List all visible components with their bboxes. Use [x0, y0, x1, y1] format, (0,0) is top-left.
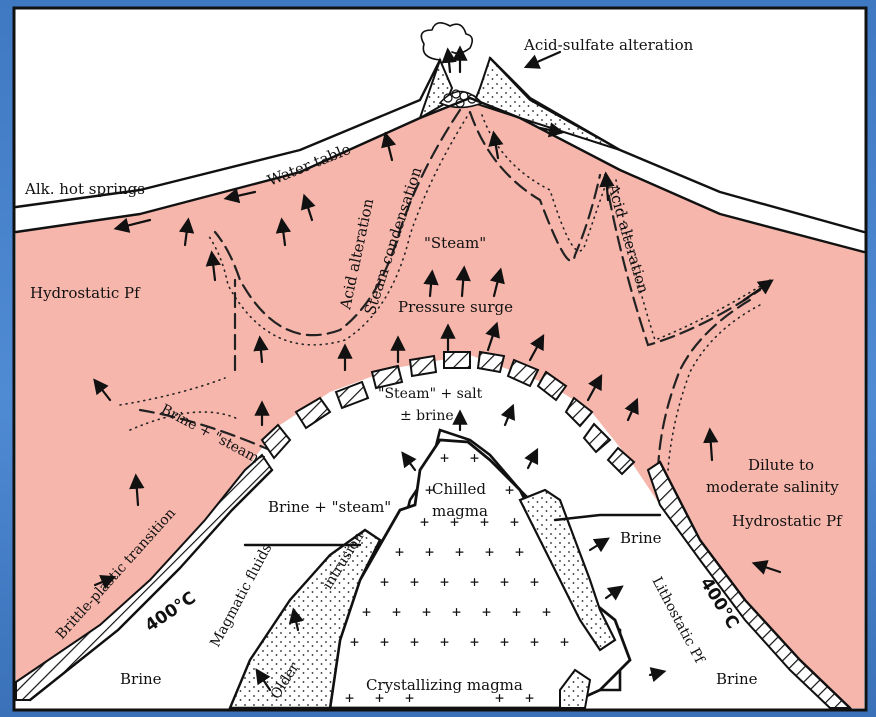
label-chilled-2: magma: [432, 502, 488, 520]
label-brine-left-bottom: Brine: [120, 670, 162, 688]
label-steam-salt: "Steam" + salt: [378, 386, 483, 402]
label-steam-top: "Steam": [424, 234, 486, 252]
svg-text:+: +: [515, 543, 524, 561]
svg-text:+: +: [525, 689, 534, 707]
svg-text:+: +: [500, 633, 509, 651]
svg-text:+: +: [452, 603, 461, 621]
svg-text:+: +: [485, 543, 494, 561]
svg-text:+: +: [510, 513, 519, 531]
svg-text:+: +: [380, 633, 389, 651]
svg-text:+: +: [422, 603, 431, 621]
label-brine-right-upper: Brine: [620, 529, 662, 547]
label-alk-hot-springs: Alk. hot springs: [24, 180, 145, 198]
svg-text:+: +: [470, 573, 479, 591]
label-crystallizing-magma: Crystallizing magma: [366, 676, 523, 694]
svg-text:+: +: [440, 573, 449, 591]
svg-text:+: +: [512, 603, 521, 621]
label-pressure-surge: Pressure surge: [398, 298, 513, 316]
svg-text:+: +: [410, 573, 419, 591]
svg-text:+: +: [530, 573, 539, 591]
svg-text:+: +: [470, 633, 479, 651]
svg-text:+: +: [482, 603, 491, 621]
svg-text:+: +: [530, 633, 539, 651]
svg-text:+: +: [440, 633, 449, 651]
svg-text:+: +: [500, 573, 509, 591]
svg-text:+: +: [505, 481, 514, 499]
svg-text:+: +: [395, 543, 404, 561]
label-chilled-1: Chilled: [432, 480, 486, 498]
svg-text:+: +: [560, 633, 569, 651]
label-dilute-1: Dilute to: [748, 456, 814, 474]
svg-text:+: +: [350, 633, 359, 651]
label-dilute-2: moderate salinity: [706, 478, 839, 496]
svg-text:+: +: [392, 603, 401, 621]
label-hydrostatic-left: Hydrostatic Pf: [30, 284, 141, 302]
svg-text:+: +: [425, 543, 434, 561]
svg-text:+: +: [420, 513, 429, 531]
svg-text:+: +: [440, 449, 449, 467]
label-brine-right-bottom: Brine: [716, 670, 758, 688]
label-acid-sulfate-alteration: Acid-sulfate alteration: [523, 36, 694, 54]
svg-text:+: +: [542, 603, 551, 621]
svg-text:+: +: [362, 603, 371, 621]
label-brine-pm: ± brine: [400, 408, 454, 424]
svg-text:+: +: [380, 573, 389, 591]
svg-text:+: +: [345, 689, 354, 707]
svg-text:+: +: [470, 449, 479, 467]
label-hydrostatic-right: Hydrostatic Pf: [732, 512, 843, 530]
svg-text:+: +: [410, 633, 419, 651]
label-brine-steam-mid: Brine + "steam": [268, 498, 391, 516]
svg-text:+: +: [455, 543, 464, 561]
